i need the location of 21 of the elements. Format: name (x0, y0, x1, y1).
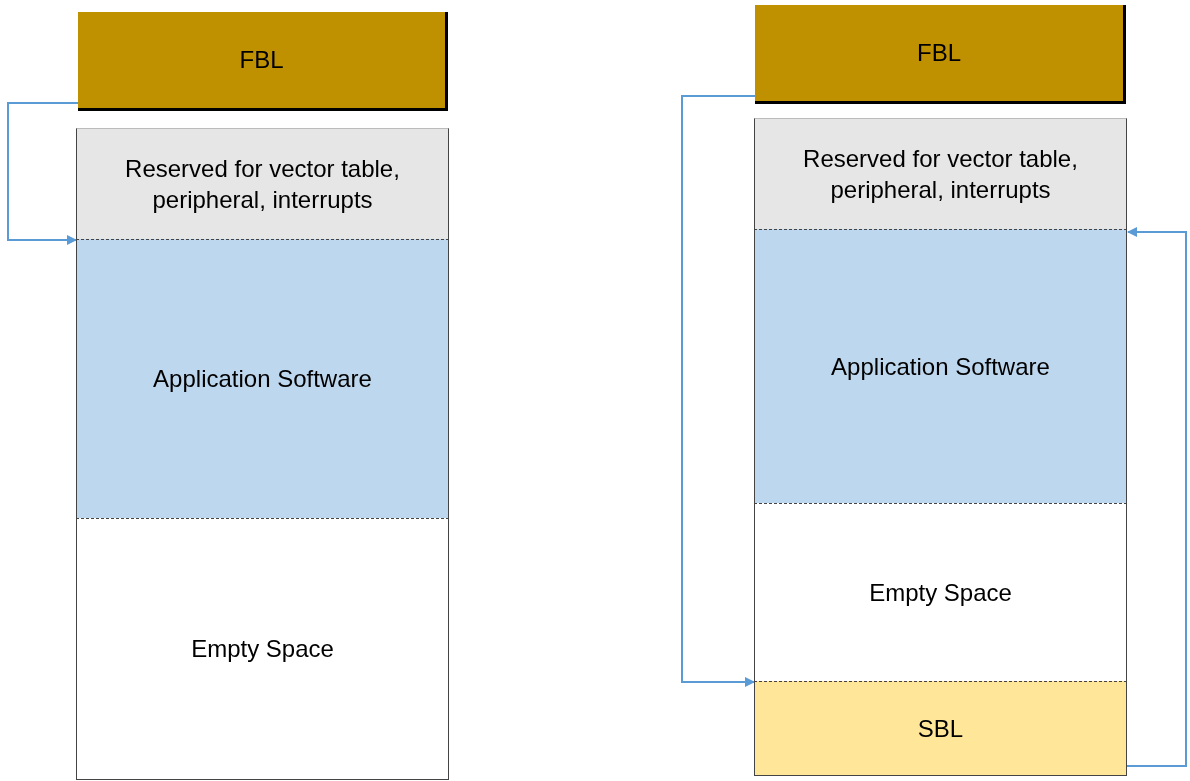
memory-region (754, 503, 1127, 681)
arrow (7, 102, 79, 245)
region-label: FBL (917, 38, 961, 69)
region-label: Application Software (831, 351, 1050, 382)
region-label: SBL (917, 713, 964, 744)
memory-region (754, 118, 1127, 229)
region-label: FBL (239, 45, 284, 76)
memory-region (754, 681, 1127, 776)
region-label: Empty Space (869, 577, 1012, 608)
arrow (681, 95, 756, 687)
memory-region (754, 229, 1127, 503)
region-label: Reserved for vector table, peripheral, interrupts (802, 143, 1079, 205)
memory-block (78, 12, 448, 111)
memory-region (76, 518, 449, 780)
region-label: Application Software (153, 364, 372, 395)
region-label: Empty Space (191, 634, 334, 665)
memory-region (76, 128, 449, 239)
arrow (1126, 227, 1187, 767)
memory-region (76, 239, 449, 518)
memory-block (755, 5, 1126, 104)
region-label: Reserved for vector table, peripheral, interrupts (124, 153, 401, 215)
